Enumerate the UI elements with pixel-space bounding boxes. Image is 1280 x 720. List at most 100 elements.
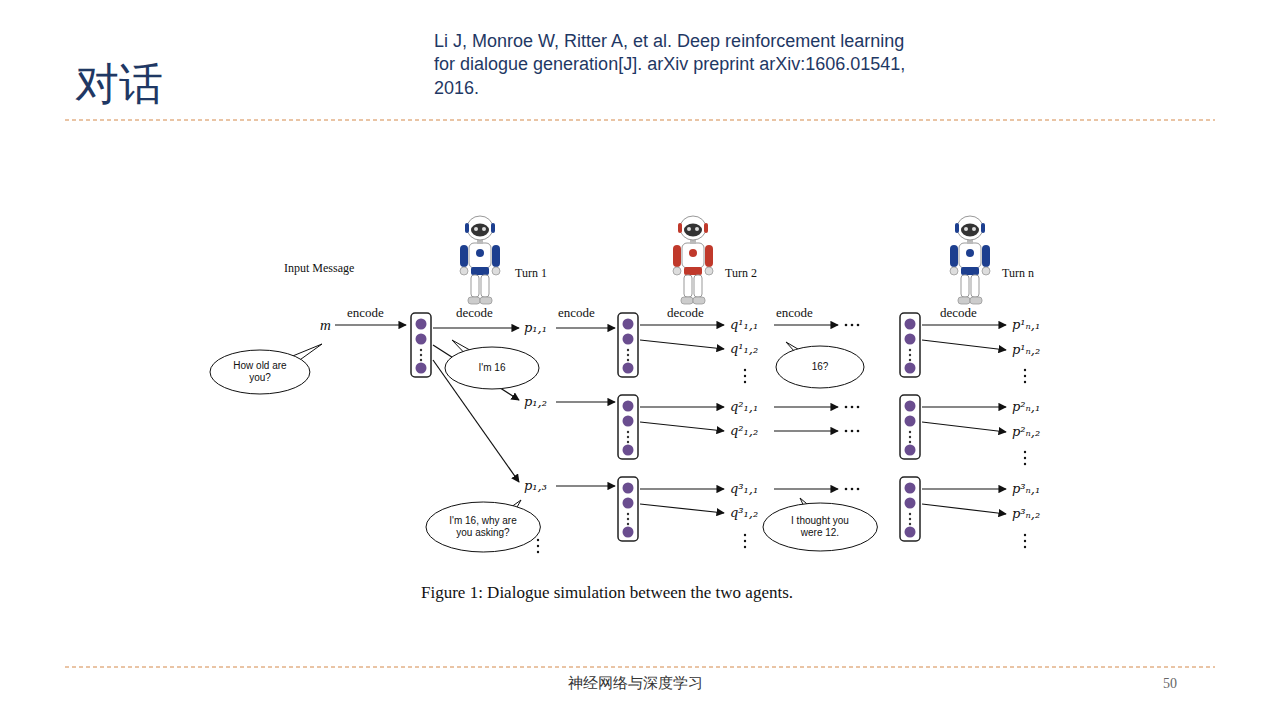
response-symbol: q¹₁,₁ bbox=[730, 317, 758, 333]
citation: Li J, Monroe W, Ritter A, et al. Deep re… bbox=[434, 30, 914, 100]
robots bbox=[673, 216, 713, 304]
bubble-ellipse bbox=[210, 350, 310, 394]
response-symbol: q²₁,₁ bbox=[730, 399, 758, 415]
input-label: Input Message bbox=[284, 261, 354, 275]
dashed-rule bbox=[65, 120, 1215, 667]
ellipsis-dots bbox=[845, 488, 848, 491]
response-symbol: p₁,₃ bbox=[524, 478, 547, 494]
response-symbol: q²₁,₂ bbox=[730, 423, 758, 439]
encoder-boxes bbox=[900, 313, 920, 377]
response-symbol: q³₁,₂ bbox=[730, 505, 758, 521]
response-symbol: p₁,₁ bbox=[524, 320, 547, 336]
arrows bbox=[556, 485, 615, 486]
arrows bbox=[922, 406, 1006, 407]
arrows bbox=[640, 324, 724, 325]
dashed-rule bbox=[65, 120, 1215, 121]
arrow-label: encode bbox=[776, 305, 813, 321]
arrows bbox=[640, 406, 724, 407]
ellipsis-dots bbox=[537, 551, 539, 553]
bubble-line: 16? bbox=[812, 361, 829, 373]
ellipsis-dots bbox=[537, 539, 539, 541]
arrows bbox=[433, 327, 519, 328]
arrows bbox=[922, 324, 1006, 325]
arrows bbox=[556, 327, 615, 328]
arrows bbox=[335, 324, 406, 325]
ellipsis-dots bbox=[1024, 463, 1026, 465]
arrows bbox=[774, 488, 838, 489]
encoder-boxes bbox=[618, 395, 638, 459]
ellipsis-dots bbox=[744, 540, 746, 542]
speech-bubble: How old are you? bbox=[209, 349, 311, 395]
ellipsis-dots bbox=[857, 324, 860, 327]
message-symbol: m bbox=[320, 316, 331, 334]
bubble-ellipse bbox=[763, 503, 877, 551]
ellipsis-dots bbox=[1024, 451, 1026, 453]
ellipsis-dots bbox=[851, 430, 854, 433]
bubble-ellipse bbox=[426, 502, 540, 552]
arrows bbox=[774, 324, 838, 325]
arrows bbox=[640, 422, 724, 431]
response-symbol: q¹₁,₂ bbox=[730, 341, 758, 357]
response-symbol: q³₁,₁ bbox=[730, 481, 758, 497]
response-symbol: p²ₙ,₂ bbox=[1012, 424, 1040, 440]
bubble-ellipse bbox=[445, 347, 539, 389]
ellipsis-dots bbox=[744, 381, 746, 383]
response-symbol: p₁,₂ bbox=[524, 394, 547, 410]
bubble-line: I'm 16 bbox=[479, 362, 506, 374]
turn-label: Turn 1 bbox=[515, 266, 547, 280]
arrows bbox=[774, 430, 838, 431]
bubble-text: How old are you? bbox=[229, 360, 291, 384]
ellipsis-dots bbox=[857, 406, 860, 409]
encoder-boxes bbox=[618, 313, 638, 377]
turn-label: Turn n bbox=[1002, 266, 1034, 280]
arrow-label: encode bbox=[347, 305, 384, 321]
arrows bbox=[774, 406, 838, 407]
bubble-text: 16? bbox=[812, 361, 829, 373]
arrows bbox=[922, 488, 1006, 489]
arrow-label: decode bbox=[940, 305, 977, 321]
ellipsis-dots bbox=[851, 406, 854, 409]
arrow-label: decode bbox=[667, 305, 704, 321]
ellipsis-dots bbox=[1024, 540, 1026, 542]
ellipsis-dots bbox=[744, 375, 746, 377]
dashed-rule bbox=[65, 667, 1215, 668]
footer-text: 神经网络与深度学习 bbox=[568, 674, 703, 692]
ellipsis-dots bbox=[1024, 534, 1026, 536]
ellipsis-dots bbox=[1024, 369, 1026, 371]
bubble-tails bbox=[278, 340, 819, 518]
figure-caption: Figure 1: Dialogue simulation between th… bbox=[421, 583, 793, 603]
arrow-label: encode bbox=[558, 305, 595, 321]
ellipsis-dots bbox=[744, 534, 746, 536]
bubble-text: I'm 16 bbox=[479, 362, 506, 374]
bubble-line: I thought you were 12. bbox=[784, 515, 856, 539]
ellipsis-dots bbox=[1024, 375, 1026, 377]
slide-title: 对话 bbox=[75, 58, 163, 111]
arrows bbox=[922, 340, 1006, 350]
speech-bubble: I thought you were 12. bbox=[762, 502, 878, 552]
robots bbox=[950, 216, 990, 304]
bubble-ellipse bbox=[776, 346, 864, 388]
ellipsis-dots bbox=[857, 488, 860, 491]
bubble-line: I'm 16, why are you asking? bbox=[447, 515, 519, 539]
bubble-line: How old are you? bbox=[229, 360, 291, 384]
arrows bbox=[640, 504, 724, 513]
ellipsis-dots bbox=[1024, 457, 1026, 459]
encoder-boxes bbox=[900, 395, 920, 459]
ellipsis-dots bbox=[537, 545, 539, 547]
arrows bbox=[640, 488, 724, 489]
robots bbox=[460, 216, 990, 304]
speech-bubble: 16? bbox=[775, 345, 865, 389]
response-symbol: p¹ₙ,₂ bbox=[1012, 342, 1040, 358]
ellipsis-dots bbox=[845, 430, 848, 433]
ellipsis-dots bbox=[845, 406, 848, 409]
arrows bbox=[556, 401, 615, 402]
response-symbol: p³ₙ,₂ bbox=[1012, 506, 1040, 522]
response-symbol: p²ₙ,₁ bbox=[1012, 399, 1040, 415]
ellipsis-dots bbox=[537, 324, 1026, 554]
ellipsis-dots bbox=[744, 369, 746, 371]
ellipsis-dots bbox=[857, 430, 860, 433]
ellipsis-dots bbox=[1024, 546, 1026, 548]
ellipsis-dots bbox=[1024, 381, 1026, 383]
